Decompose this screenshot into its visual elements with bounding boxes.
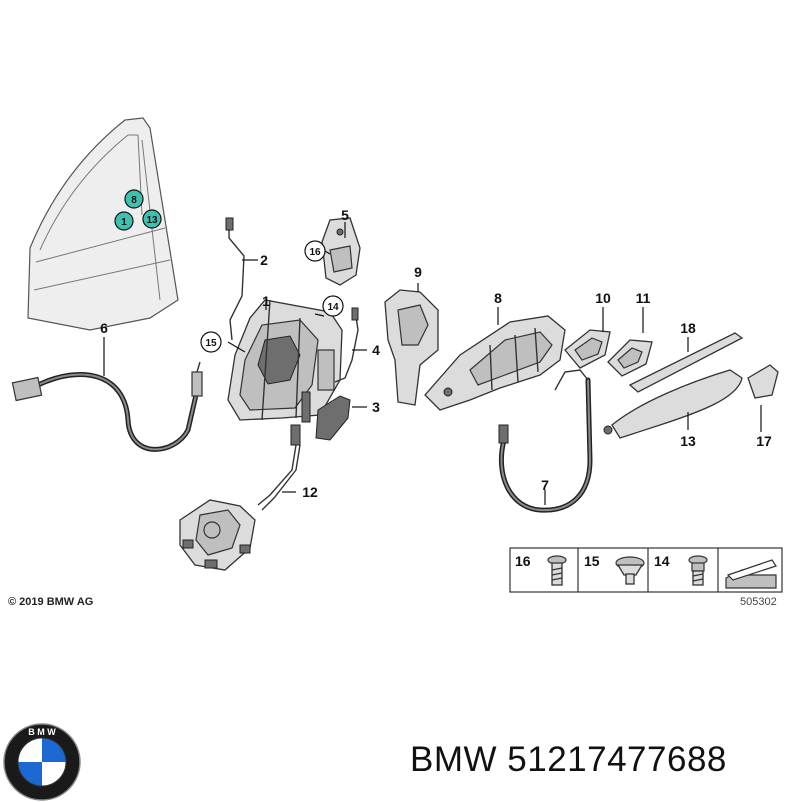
diagram-id: 505302 xyxy=(740,596,777,608)
part-3-bracket xyxy=(315,395,351,441)
bmw-logo-icon: B M W xyxy=(3,723,81,801)
part-13-door-handle xyxy=(603,369,743,439)
label-8: 8 xyxy=(494,290,502,306)
bolt-14-icon xyxy=(688,555,708,586)
door-marker-8: 8 xyxy=(124,189,144,209)
label-5: 5 xyxy=(341,207,349,223)
wedge-arrow-icon xyxy=(725,559,777,589)
circled-label-15: 15 xyxy=(200,331,222,353)
part-1-door-lock xyxy=(227,299,343,423)
label-10: 10 xyxy=(595,290,611,306)
door-marker-1: 1 xyxy=(114,211,134,231)
label-9: 9 xyxy=(414,264,422,280)
part-11-bezel xyxy=(607,339,653,377)
bolt-16-icon xyxy=(547,555,567,586)
label-17: 17 xyxy=(756,433,772,449)
svg-text:16: 16 xyxy=(309,247,321,258)
svg-text:B M W: B M W xyxy=(28,727,56,737)
leader-lines xyxy=(103,222,762,505)
circled-label-16: 16 xyxy=(304,240,326,262)
legend-label-15: 15 xyxy=(584,553,600,569)
part-2-rod xyxy=(225,217,245,341)
svg-text:1: 1 xyxy=(121,217,127,228)
label-13: 13 xyxy=(680,433,696,449)
part-numbers: 1 2 3 4 5 6 7 8 9 10 11 12 13 17 18 xyxy=(100,207,772,500)
svg-text:13: 13 xyxy=(146,215,158,226)
part-8-handle-carrier xyxy=(424,315,566,411)
door-marker-13: 13 xyxy=(142,209,162,229)
part-number-caption: BMW 51217477688 xyxy=(410,740,727,779)
label-7: 7 xyxy=(541,477,549,493)
part-10-bezel xyxy=(564,329,611,369)
svg-text:8: 8 xyxy=(131,195,137,206)
label-11: 11 xyxy=(636,290,651,306)
copyright-notice: © 2019 BMW AG xyxy=(8,596,94,608)
part-12-actuator xyxy=(179,424,301,571)
label-3: 3 xyxy=(372,399,380,415)
circled-label-14: 14 xyxy=(322,295,344,317)
label-2: 2 xyxy=(260,252,268,268)
legend-label-16: 16 xyxy=(515,553,531,569)
part-4-rod xyxy=(334,307,359,383)
label-18: 18 xyxy=(680,320,696,336)
door-outline xyxy=(27,117,179,331)
svg-text:15: 15 xyxy=(205,338,217,349)
svg-text:14: 14 xyxy=(327,302,339,313)
part-7-cable xyxy=(498,369,593,513)
part-17-handle-cap xyxy=(747,364,779,399)
part-9-cover xyxy=(384,289,439,406)
screw-15-icon xyxy=(615,556,645,585)
legend-label-14: 14 xyxy=(654,553,670,569)
label-1: 1 xyxy=(262,293,270,309)
part-18-trim-strip xyxy=(628,332,744,393)
label-4: 4 xyxy=(372,342,380,358)
label-6: 6 xyxy=(100,320,108,336)
label-12: 12 xyxy=(302,484,318,500)
part-5-striker xyxy=(321,217,361,286)
part-6-cable xyxy=(11,361,203,452)
fastener-legend: 16 15 14 xyxy=(509,547,783,593)
